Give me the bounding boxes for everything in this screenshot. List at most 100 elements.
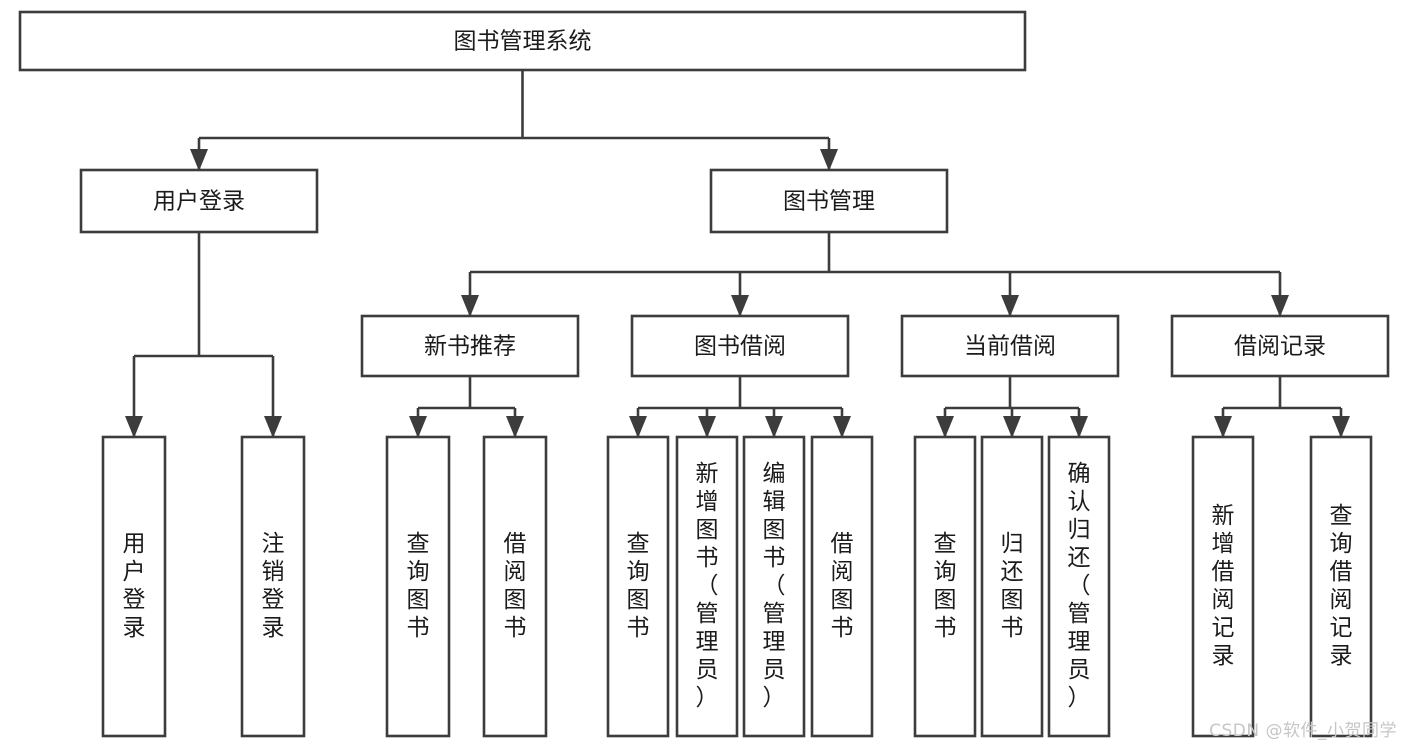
node-label-char: 录 bbox=[123, 615, 146, 641]
node-label-char: 图 bbox=[627, 587, 650, 613]
node-label-char: 图 bbox=[934, 587, 957, 613]
node-box bbox=[1191, 435, 1255, 738]
node-label: 图书管理系统 bbox=[454, 29, 592, 55]
node-label-char: 图 bbox=[504, 587, 527, 613]
node-box bbox=[385, 435, 451, 738]
node-label: 当前借阅 bbox=[964, 334, 1056, 360]
node-l2-1-图书借阅[interactable]: 图书借阅 bbox=[630, 314, 850, 378]
node-box bbox=[606, 435, 670, 738]
node-label-char: 编 bbox=[763, 461, 786, 487]
node-label-char: 阅 bbox=[1330, 587, 1353, 613]
node-label-char: 阅 bbox=[1212, 587, 1235, 613]
node-label-char: 员 bbox=[1068, 657, 1091, 683]
node-label-char: 员 bbox=[763, 657, 786, 683]
node-box bbox=[1309, 435, 1373, 738]
node-label-char: 图 bbox=[1001, 587, 1024, 613]
node-box bbox=[630, 314, 850, 378]
node-label-char: 查 bbox=[1330, 503, 1353, 529]
node-label-char: 图 bbox=[407, 587, 430, 613]
arrow-head-icon bbox=[461, 295, 479, 317]
node-label-char: 录 bbox=[1330, 643, 1353, 669]
connector-layer bbox=[125, 70, 1350, 438]
node-label-char: 询 bbox=[407, 559, 430, 585]
arrow-head-icon bbox=[820, 149, 838, 171]
node-l1-1-图书管理[interactable]: 图书管理 bbox=[709, 168, 949, 234]
node-box bbox=[79, 168, 319, 234]
node-label-char: 图 bbox=[696, 517, 719, 543]
node-label-char: 录 bbox=[262, 615, 285, 641]
node-label-char: 借 bbox=[1330, 559, 1353, 585]
node-box bbox=[101, 435, 167, 738]
arrow-head-icon bbox=[1332, 416, 1350, 438]
arrow-head-icon bbox=[1271, 295, 1289, 317]
node-label-char: 理 bbox=[763, 629, 786, 655]
node-box bbox=[913, 435, 977, 738]
node-root-0-图书管理系统[interactable]: 图书管理系统 bbox=[18, 10, 1027, 72]
node-label-char: 询 bbox=[1330, 531, 1353, 557]
arrow-head-icon bbox=[1070, 416, 1088, 438]
node-box bbox=[742, 435, 806, 738]
node-label: 图书管理 bbox=[783, 189, 875, 215]
node-label-char: 书 bbox=[934, 615, 957, 641]
node-label-char: 书 bbox=[504, 615, 527, 641]
arrow-head-icon bbox=[125, 416, 143, 438]
node-label-char: ） bbox=[696, 685, 719, 711]
node-label-char: 理 bbox=[696, 629, 719, 655]
node-label-char: 还 bbox=[1068, 545, 1091, 571]
node-box bbox=[240, 435, 306, 738]
node-label-char: 户 bbox=[123, 559, 146, 585]
node-l2-3-借阅记录[interactable]: 借阅记录 bbox=[1170, 314, 1390, 378]
node-label-char: ） bbox=[763, 685, 786, 711]
arrow-head-icon bbox=[765, 416, 783, 438]
node-label-char: 图 bbox=[831, 587, 854, 613]
node-box bbox=[810, 435, 874, 738]
arrow-head-icon bbox=[190, 149, 208, 171]
node-label-char: 辑 bbox=[763, 489, 786, 515]
node-box bbox=[360, 314, 580, 378]
node-l1-0-用户登录[interactable]: 用户登录 bbox=[79, 168, 319, 234]
arrow-head-icon bbox=[731, 295, 749, 317]
node-box bbox=[709, 168, 949, 234]
node-label-char: 借 bbox=[831, 531, 854, 557]
node-label-char: ） bbox=[1068, 685, 1091, 711]
node-label-char: 查 bbox=[934, 531, 957, 557]
node-label-char: 确 bbox=[1068, 461, 1091, 487]
arrow-head-icon bbox=[629, 416, 647, 438]
node-label-char: 查 bbox=[407, 531, 430, 557]
node-label-char: 书 bbox=[407, 615, 430, 641]
node-label-char: 归 bbox=[1068, 517, 1091, 543]
node-label-char: 登 bbox=[262, 587, 285, 613]
node-label: 图书借阅 bbox=[694, 334, 786, 360]
node-layer: 图书管理系统用户登录图书管理新书推荐图书借阅当前借阅借阅记录用户登录注销登录查询… bbox=[18, 10, 1390, 738]
node-label-char: 询 bbox=[627, 559, 650, 585]
node-label-char: 还 bbox=[1001, 559, 1024, 585]
node-l2-2-当前借阅[interactable]: 当前借阅 bbox=[900, 314, 1120, 378]
node-box bbox=[482, 435, 548, 738]
node-leaf-0-用户登录[interactable]: 用户登录 bbox=[101, 435, 167, 738]
node-label-char: 认 bbox=[1068, 489, 1091, 515]
node-label-char: 新 bbox=[696, 461, 719, 487]
node-label: 新书推荐 bbox=[424, 334, 516, 360]
node-label-char: （ bbox=[1068, 573, 1091, 599]
arrow-head-icon bbox=[1001, 295, 1019, 317]
node-box bbox=[18, 10, 1027, 72]
node-label-char: 阅 bbox=[831, 559, 854, 585]
node-label-char: 借 bbox=[504, 531, 527, 557]
node-label-char: 图 bbox=[763, 517, 786, 543]
node-label-char: 书 bbox=[696, 545, 719, 571]
node-label-char: 管 bbox=[696, 601, 719, 627]
node-l2-0-新书推荐[interactable]: 新书推荐 bbox=[360, 314, 580, 378]
